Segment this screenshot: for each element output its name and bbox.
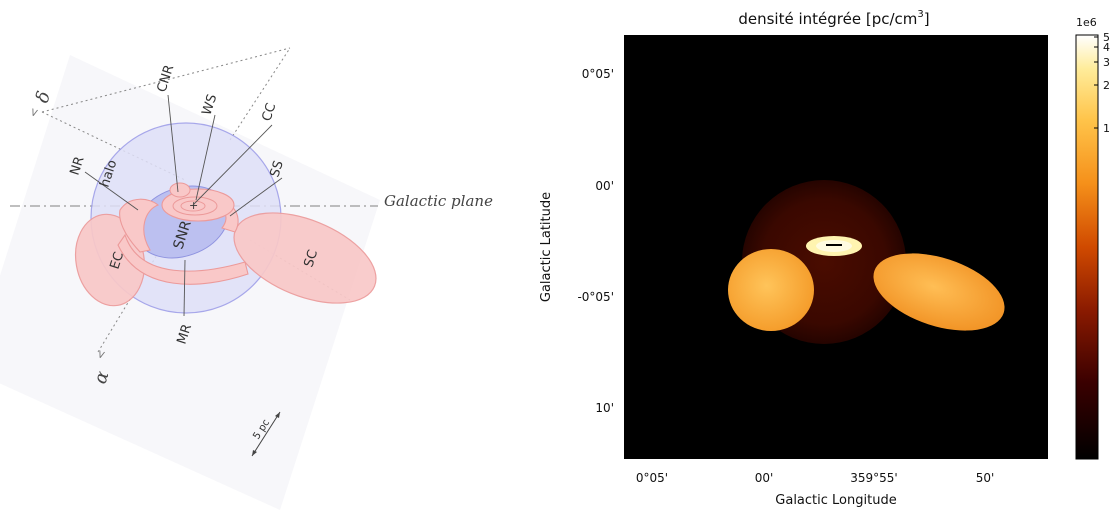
scale-bar — [251, 411, 281, 457]
map-title: densité intégrée [pc/cm3] — [738, 9, 929, 28]
sc-label: SC — [302, 248, 322, 269]
x-tick-label: 50' — [976, 471, 995, 485]
x-tick-label: 0°05' — [636, 471, 668, 485]
cnr-label: CNR — [155, 63, 178, 94]
cc-ring-1 — [172, 196, 218, 216]
y-tick-label: 10' — [595, 401, 614, 415]
delta-label: δ — [32, 89, 55, 106]
y-tick-label: 00' — [595, 179, 614, 193]
y-tick-label: 0°05' — [582, 67, 614, 81]
x-tick-label: 359°55' — [850, 471, 897, 485]
ne-axis-line — [229, 47, 291, 141]
y-axis-label: Galactic Latitude — [539, 192, 554, 302]
ec-region — [728, 249, 814, 331]
mr-ribbon — [117, 233, 249, 285]
x-tick-label: 00' — [755, 471, 774, 485]
nr-ribbon — [119, 198, 160, 253]
cc-label: CC — [260, 101, 280, 123]
scale-arrow-top — [275, 412, 280, 418]
schematic-diagram: + CNR WS CC NR halo SS SNR EC SC MR δ < … — [0, 47, 493, 510]
ec-label: EC — [108, 250, 128, 271]
galactic-plane-label: Galactic plane — [384, 192, 493, 210]
colorbar-exponent: 1e6 — [1076, 16, 1097, 29]
mr-label: MR — [175, 322, 196, 346]
sgr-a-marker: + — [189, 199, 198, 212]
density-map: densité intégrée [pc/cm3] 0°05' 00' 359°… — [539, 9, 1110, 508]
ec-cloud — [74, 213, 146, 307]
alpha-arrow: < — [93, 348, 108, 361]
colorbar-tick-label: 1 — [1103, 122, 1110, 135]
colorbar-tick-label: 5 — [1103, 31, 1110, 44]
scale-arrow-bottom — [252, 450, 257, 456]
colorbar-tick-label: 3 — [1103, 56, 1110, 69]
x-axis-label: Galactic Longitude — [775, 493, 896, 508]
ws-label: WS — [200, 93, 221, 118]
leader-lines — [84, 94, 283, 317]
sc-region — [873, 253, 1005, 331]
nr-label: NR — [68, 155, 88, 177]
colorbar-ticks — [1094, 36, 1098, 129]
ss-label: SS — [268, 159, 287, 179]
ws-blob — [169, 182, 191, 198]
colorbar-tick-label: 4 — [1103, 41, 1110, 54]
cc-ring-2 — [180, 200, 206, 212]
colorbar-tick-label: 2 — [1103, 79, 1110, 92]
y-tick-label: -0°05' — [577, 290, 614, 304]
colorbar — [1075, 34, 1099, 460]
delta-arrow: < — [26, 106, 41, 119]
map-ticks — [624, 35, 1048, 459]
